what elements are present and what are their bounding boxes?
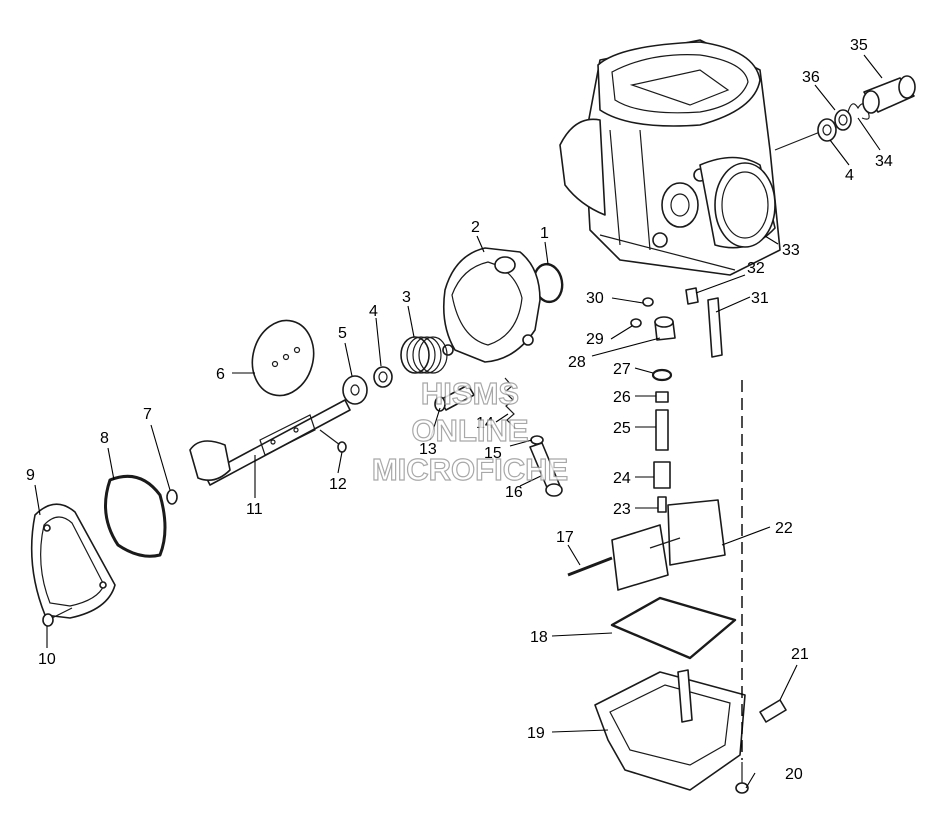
drain-screws bbox=[735, 699, 787, 794]
callout-17: 17 bbox=[556, 529, 574, 546]
washer bbox=[342, 375, 368, 405]
callout-22: 22 bbox=[775, 520, 793, 537]
callout-13: 13 bbox=[419, 441, 437, 458]
callout-10: 10 bbox=[38, 651, 56, 668]
watermark-line-2: ONLINE bbox=[411, 413, 528, 448]
callout-25: 25 bbox=[613, 420, 631, 437]
callout-26: 26 bbox=[613, 389, 631, 406]
screw-12 bbox=[319, 429, 347, 453]
callout-8: 8 bbox=[100, 430, 109, 447]
callout-27: 27 bbox=[613, 361, 631, 378]
callout-21: 21 bbox=[791, 646, 809, 663]
diaphragm-spring bbox=[400, 336, 448, 374]
callout-36: 36 bbox=[802, 69, 820, 86]
watermark-line-1: HISMS bbox=[421, 376, 519, 411]
callout-6: 6 bbox=[216, 366, 225, 383]
callout-35: 35 bbox=[850, 37, 868, 54]
adjust-screws bbox=[434, 377, 563, 497]
emulsion-tube-stack bbox=[651, 368, 673, 513]
callout-28: 28 bbox=[568, 354, 586, 371]
callout-20: 20 bbox=[785, 766, 803, 783]
small-fasteners bbox=[630, 297, 676, 341]
watermark-line-3: MICROFICHE bbox=[372, 452, 568, 487]
nut-middle bbox=[373, 366, 393, 388]
callout-9: 9 bbox=[26, 467, 35, 484]
bowl-gasket bbox=[610, 596, 737, 660]
callout-12: 12 bbox=[329, 476, 347, 493]
float-assembly bbox=[567, 499, 726, 591]
callout-33: 33 bbox=[782, 242, 800, 259]
watermark-logo: HISMS ONLINE MICROFICHE bbox=[371, 375, 569, 487]
callout-24: 24 bbox=[613, 470, 631, 487]
callout-31: 31 bbox=[751, 290, 769, 307]
callout-labels: 1 2 3 4 4 5 6 7 8 9 10 11 12 13 14 15 16… bbox=[26, 37, 893, 783]
carburetor-body bbox=[559, 39, 781, 276]
float-bowl bbox=[594, 669, 746, 791]
leader-lines bbox=[34, 54, 883, 789]
screw-10 bbox=[42, 607, 73, 627]
callout-3: 3 bbox=[402, 289, 411, 306]
callout-29: 29 bbox=[586, 331, 604, 348]
callout-19: 19 bbox=[527, 725, 545, 742]
callout-1: 1 bbox=[540, 225, 549, 242]
callout-34: 34 bbox=[875, 153, 893, 170]
cap bbox=[862, 75, 916, 114]
callout-11: 11 bbox=[246, 501, 263, 518]
callout-4: 4 bbox=[845, 167, 854, 184]
callout-30: 30 bbox=[586, 290, 604, 307]
small-pin bbox=[166, 489, 178, 505]
callout-32: 32 bbox=[747, 260, 765, 277]
callout-16: 16 bbox=[505, 484, 523, 501]
callout-7: 7 bbox=[143, 406, 152, 423]
throttle-shaft bbox=[189, 399, 351, 486]
callout-2: 2 bbox=[471, 219, 480, 236]
nut-washer-right bbox=[817, 109, 852, 142]
callout-14: 14 bbox=[476, 415, 494, 432]
gasket-ring bbox=[104, 474, 167, 558]
callout-15: 15 bbox=[484, 445, 502, 462]
callout-5: 5 bbox=[338, 325, 347, 342]
cover-plate bbox=[30, 503, 116, 619]
callout-18: 18 bbox=[530, 629, 548, 646]
pump-cover bbox=[442, 247, 541, 363]
jet-needle bbox=[685, 287, 723, 358]
callout-23: 23 bbox=[613, 501, 631, 518]
diaphragm-disc bbox=[251, 319, 315, 397]
intake-bell bbox=[699, 131, 821, 249]
callout-4: 4 bbox=[369, 303, 378, 320]
